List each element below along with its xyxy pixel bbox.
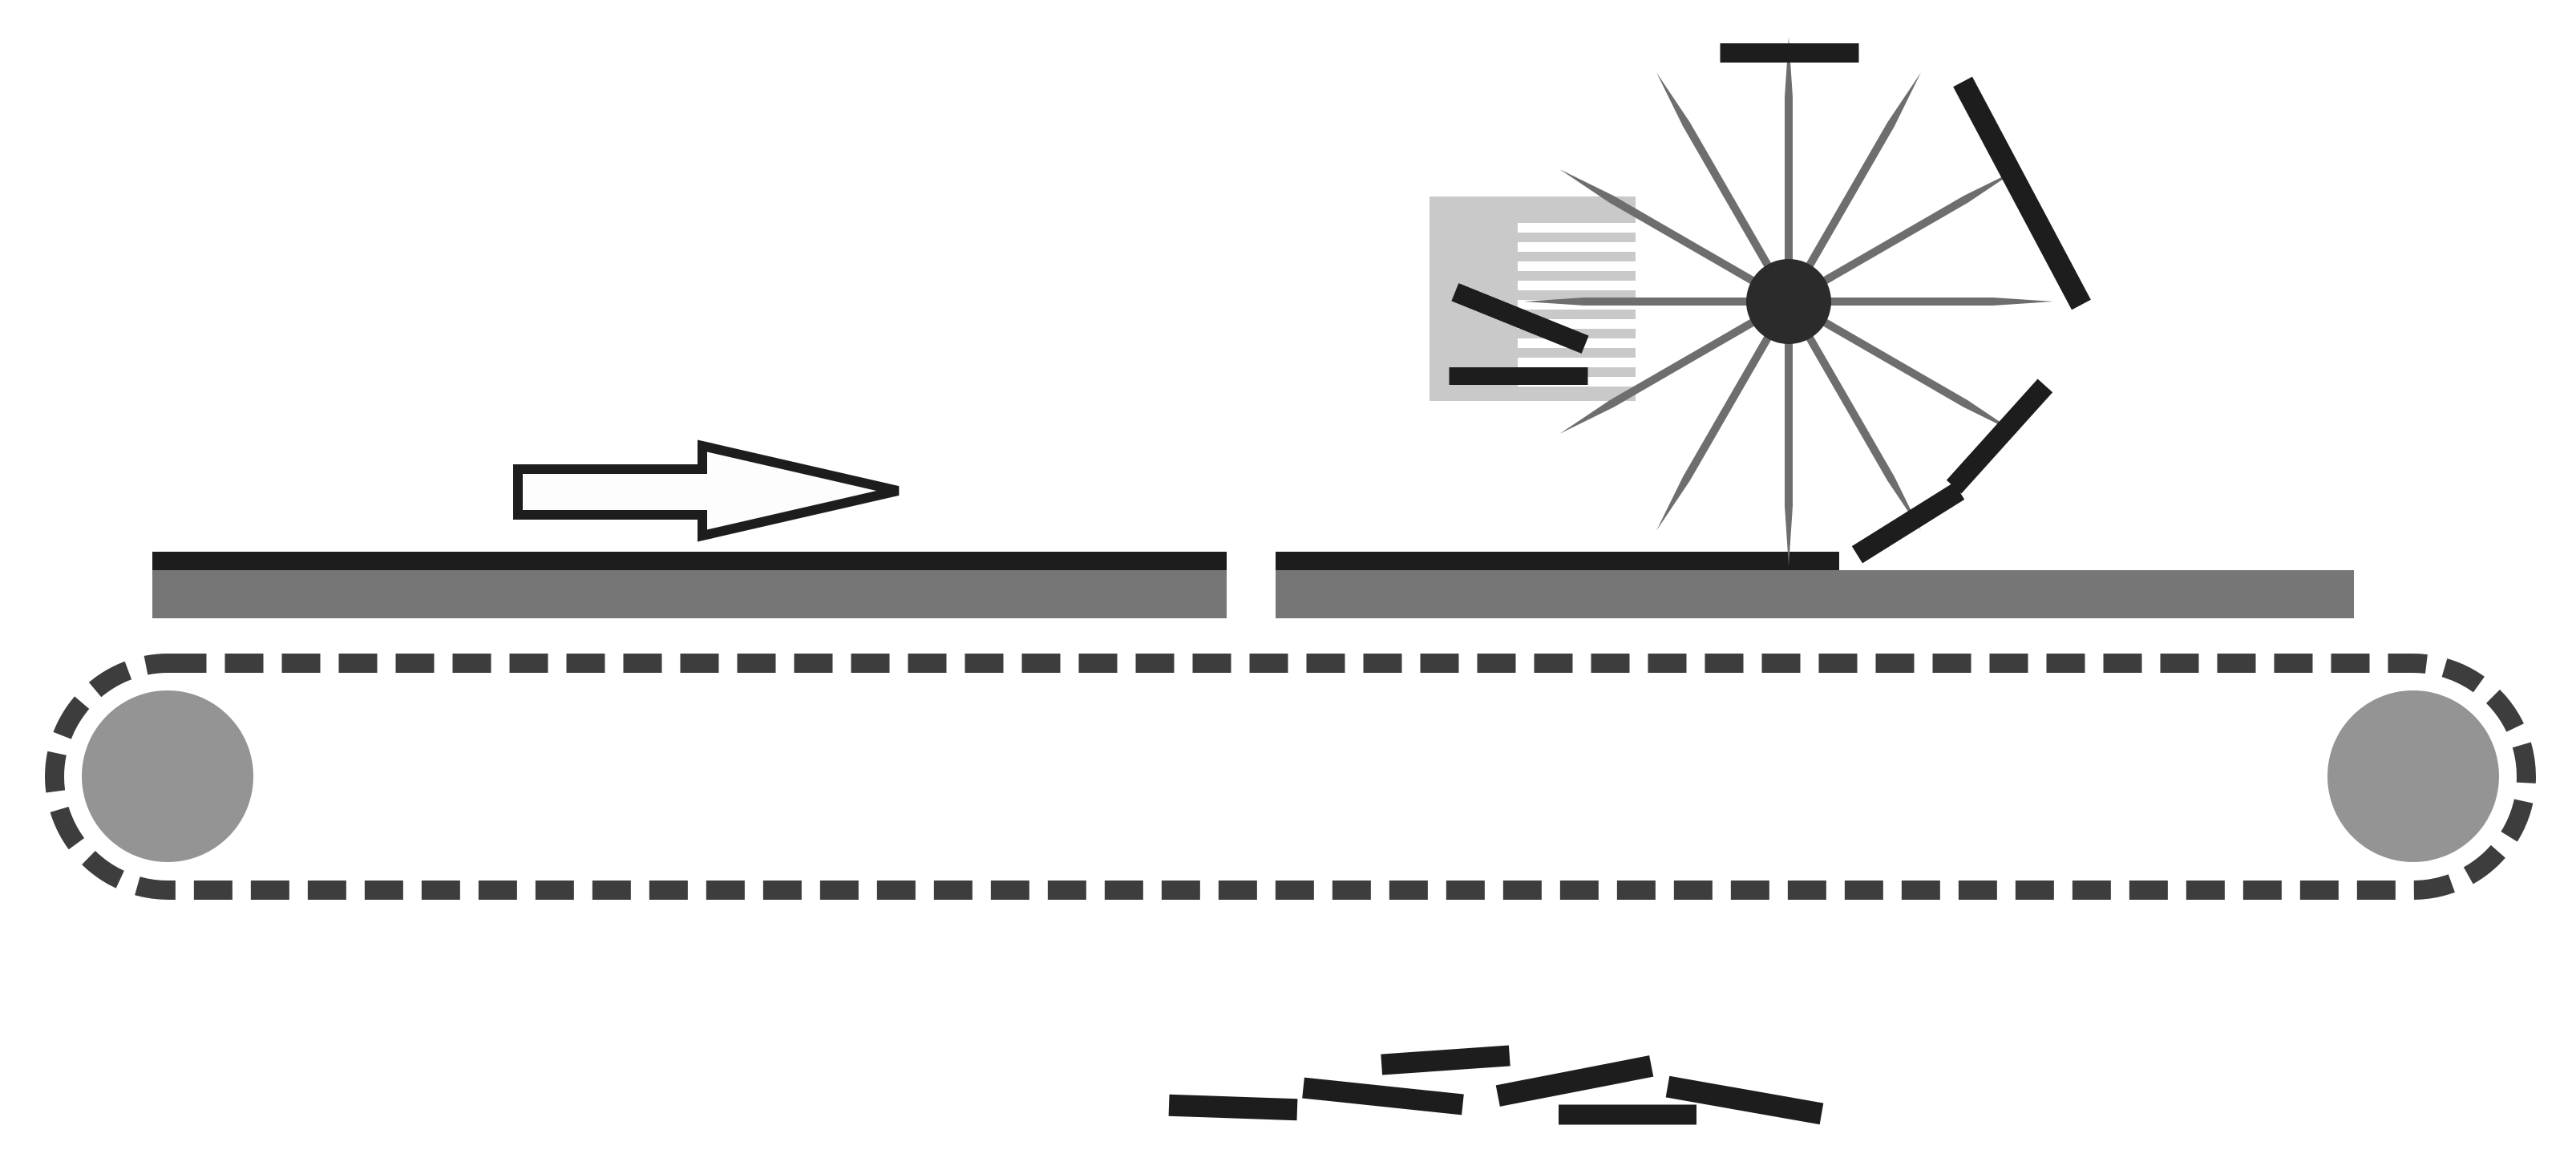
fallen-cards bbox=[1168, 1045, 1824, 1125]
infeed-platform-surface bbox=[152, 552, 1227, 570]
wheel-spoke bbox=[1524, 298, 1789, 306]
fallen-card bbox=[1559, 1104, 1696, 1125]
right-arrow-icon bbox=[513, 439, 900, 542]
wheel-spoke bbox=[1786, 298, 2018, 434]
infeed-platform bbox=[152, 552, 1227, 618]
stack-stripe bbox=[1518, 242, 1636, 252]
fallen-card bbox=[1381, 1045, 1510, 1075]
right-roller bbox=[2327, 690, 2499, 862]
stack-stripe bbox=[1518, 223, 1636, 233]
wheel-spoke bbox=[1785, 299, 1921, 531]
wheel-spoke bbox=[1785, 37, 1793, 302]
stack-stripe bbox=[1518, 261, 1636, 271]
left-roller bbox=[82, 690, 253, 862]
stack-stripe bbox=[1518, 281, 1636, 290]
wheel-spoke bbox=[1786, 169, 2018, 306]
infeed-platform-body bbox=[152, 570, 1227, 618]
wheel-spoke bbox=[1559, 298, 1791, 434]
wheel-spoke bbox=[1559, 169, 1791, 306]
fallen-card bbox=[1665, 1075, 1824, 1125]
belt-dashed-outline bbox=[45, 654, 2536, 900]
wheel-spokes bbox=[1524, 37, 2053, 566]
flying-card bbox=[1449, 367, 1588, 385]
outfeed-platform-body bbox=[1276, 570, 2354, 618]
wheel-hub bbox=[1746, 259, 1831, 344]
cards-on-wheel bbox=[1449, 43, 2091, 564]
flying-card bbox=[1451, 283, 1589, 354]
conveyor-belt bbox=[45, 654, 2536, 900]
flying-card bbox=[1720, 43, 1859, 63]
wheel-spoke bbox=[1656, 72, 1793, 304]
flying-card bbox=[1946, 379, 2053, 494]
flying-card bbox=[1953, 76, 2091, 310]
wheel-spoke bbox=[1656, 299, 1793, 531]
fallen-card bbox=[1495, 1055, 1654, 1107]
wheel-spoke bbox=[1785, 72, 1921, 304]
fallen-card bbox=[1302, 1077, 1464, 1115]
stack-stripe bbox=[1518, 358, 1636, 367]
wheel-spoke bbox=[1785, 302, 1793, 566]
flying-card bbox=[1851, 482, 1965, 564]
wheel-spoke bbox=[1789, 298, 2053, 306]
outfeed-platform-surface bbox=[1276, 552, 1839, 570]
outfeed-platform bbox=[1276, 552, 2354, 618]
fallen-card bbox=[1168, 1094, 1298, 1121]
direction-arrow bbox=[513, 439, 900, 542]
flinger-wheel bbox=[1449, 37, 2091, 566]
